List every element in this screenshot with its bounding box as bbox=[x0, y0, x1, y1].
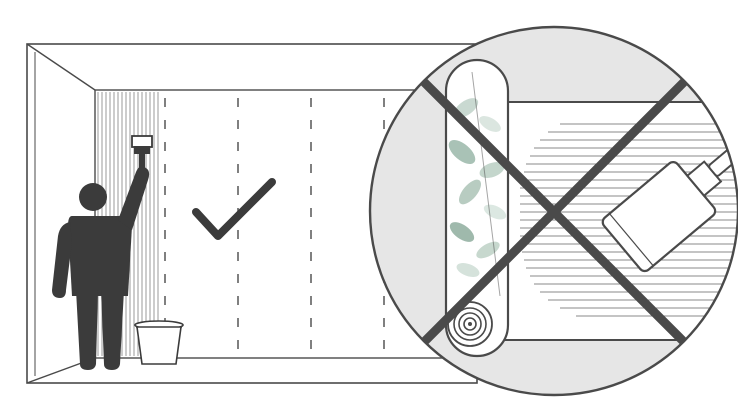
prohibited-method-circle bbox=[368, 25, 738, 397]
checkmark-icon bbox=[192, 178, 276, 240]
bucket-icon bbox=[134, 320, 184, 365]
ceiling-edge-line bbox=[26, 43, 96, 91]
paste-brush-icon bbox=[131, 135, 153, 168]
person-painting-icon bbox=[52, 166, 150, 370]
prohibited-cross-icon bbox=[400, 58, 708, 366]
circle-outline bbox=[368, 25, 738, 397]
